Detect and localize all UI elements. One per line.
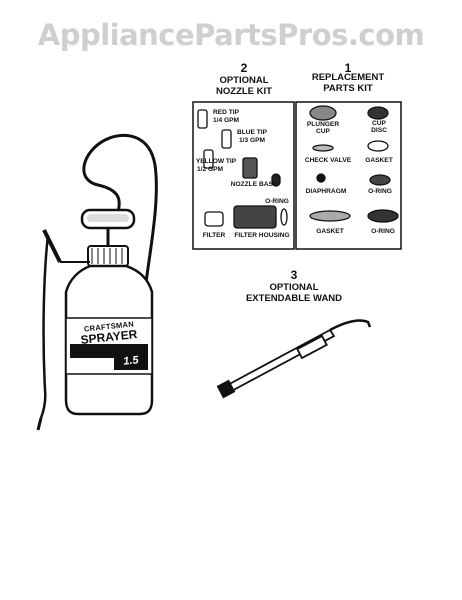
nozzle-base-label: NOZZLE BASE [230,181,278,188]
extendable-wand [216,319,372,399]
nozzle-base-icon [242,157,258,179]
replacement-kit-parts [309,105,399,223]
diaphragm-icon [316,173,326,183]
yellow-tip-gpm-label: 1/2 GPM [196,166,224,173]
plunger-cup-label: PLUNGER [306,121,340,128]
watermark: AppliancePartsPros.com [37,18,425,52]
check-valve-icon [312,144,334,152]
wand-title-line1: OPTIONAL [269,282,319,293]
red-tip-label: RED TIP [212,109,239,116]
o-ring-top-icon [369,174,391,186]
gasket-top-icon [367,140,389,152]
gasket-bottom-icon [309,210,351,222]
yellow-tip-icon [203,149,214,169]
nozzle-kit-parts [197,109,288,229]
yellow-tip-label: YELLOW TIP [195,158,237,165]
plunger-cup-label-2: CUP [316,128,330,135]
plunger-cup-icon [309,105,337,121]
cup-disc-label: CUP [372,120,386,127]
o-ring-filter-icon [280,208,288,226]
blue-tip-gpm-label: 1/3 GPM [238,137,266,144]
blue-tip-label: BLUE TIP [236,129,268,136]
replacement-kit-box [295,101,402,250]
sprayer-hose [82,133,158,284]
check-valve-label: CHECK VALVE [304,157,352,164]
gasket-top-label: GASKET [365,157,393,164]
replacement-kit-number: 1 [344,61,352,75]
nozzle-kit-title-line2: NOZZLE KIT [216,86,272,97]
red-tip-gpm-label: 1/4 GPM [212,117,240,124]
filter-housing-icon [233,205,277,229]
wand-tip [329,319,372,332]
filter-icon [204,211,224,227]
o-ring-bottom-icon [367,209,399,223]
filter-housing-label: FILTER HOUSING [234,232,290,239]
gasket-bottom-label: GASKET [316,228,344,235]
o-ring-bottom-label: O-RING [371,228,395,235]
cup-disc-icon [367,106,389,120]
red-tip-icon [197,109,208,129]
replacement-kit-title-line1: REPLACEMENT [311,72,385,83]
blue-tip-icon [221,129,232,149]
diaphragm-label: DIAPHRAGM [305,188,347,195]
cup-disc-label-2: DISC [371,127,387,134]
sprayer-hose-lower [39,234,50,419]
o-ring-nozzle-label: O-RING [265,198,289,205]
replacement-kit-title-line2: PARTS KIT [323,83,373,94]
wand-number: 3 [290,268,298,282]
sprayer-illustration [36,133,158,431]
o-ring-nozzle-icon [271,173,281,187]
nozzle-kit-title-line1: OPTIONAL [219,75,269,86]
nozzle-kit-number: 2 [240,61,248,75]
o-ring-top-label: O-RING [368,188,392,195]
wand-title-line2: EXTENDABLE WAND [245,293,343,304]
nozzle-kit-box [192,101,295,250]
filter-label: FILTER [202,232,226,239]
